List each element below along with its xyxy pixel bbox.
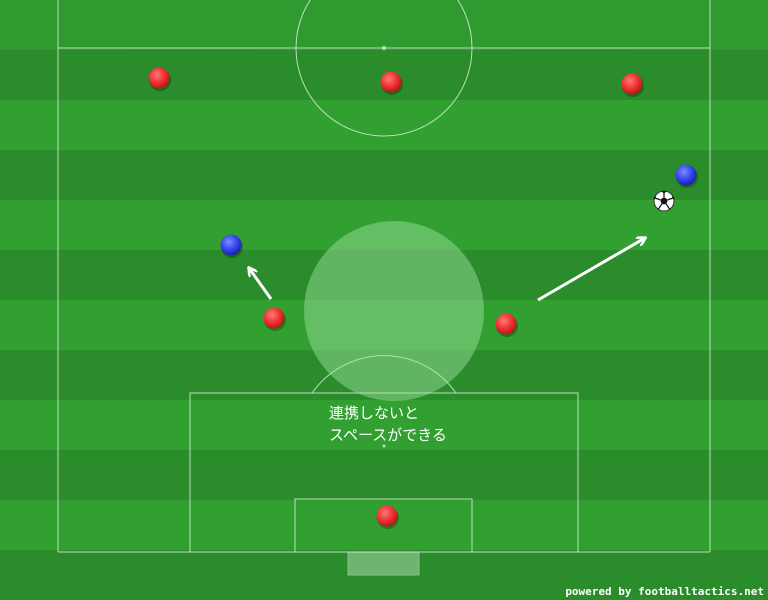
movement-arrow-left (249, 268, 273, 300)
red-player[interactable] (380, 71, 402, 93)
center-spot (382, 46, 386, 50)
annotation-line-1: 連携しないと (329, 404, 420, 422)
movement-arrow-right (537, 238, 645, 302)
annotation-text: 連携しないと スペースができる (329, 402, 447, 446)
open-space-highlight (304, 221, 484, 401)
penalty-spot (382, 444, 386, 448)
red-team (148, 67, 644, 529)
penalty-arc (311, 355, 457, 394)
red-player[interactable] (495, 313, 517, 335)
credit-text[interactable]: powered by footballtactics.net (565, 585, 764, 598)
blue-team (220, 164, 698, 258)
soccer-ball-icon[interactable] (653, 190, 675, 212)
blue-player[interactable] (220, 234, 242, 256)
red-goalkeeper[interactable] (376, 505, 398, 527)
blue-player[interactable] (675, 164, 697, 186)
annotation-line-2: スペースができる (329, 426, 447, 444)
center-circle (295, 47, 473, 137)
red-player[interactable] (263, 307, 285, 329)
red-player[interactable] (148, 67, 170, 89)
goal (347, 551, 420, 576)
red-player[interactable] (621, 73, 643, 95)
center-circle-top (295, 0, 473, 49)
